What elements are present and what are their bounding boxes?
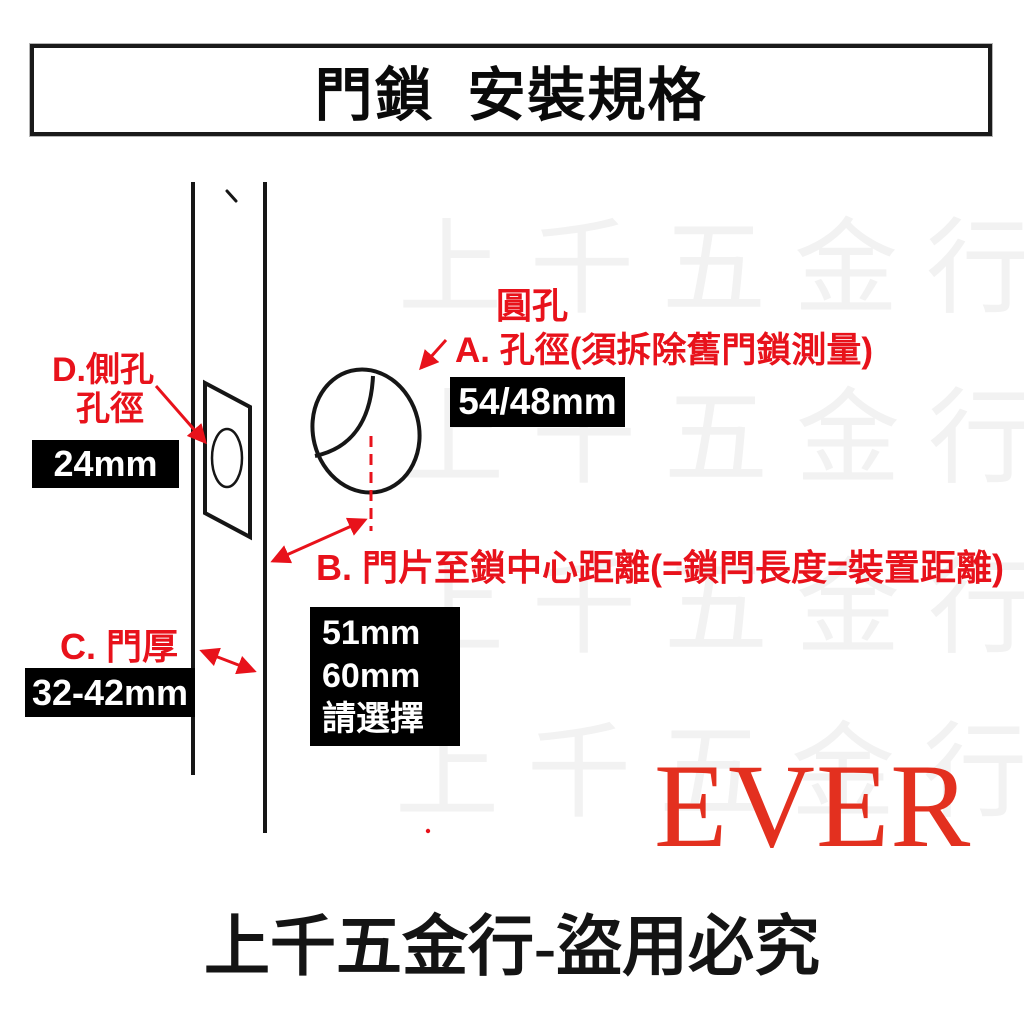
tick-mark <box>225 189 238 203</box>
value-b-option-2: 60mm <box>322 657 421 695</box>
brand-logo-text: EVER <box>654 739 972 872</box>
footer-copyright-text: 上千五金行-盜用必究 <box>204 911 820 984</box>
bore-inner-arc <box>314 375 375 458</box>
arrow-c-door-thickness <box>199 647 257 675</box>
label-b-backset: B. 門片至鎖中心距離(=鎖閂長度=裝置距離) <box>316 547 1005 588</box>
value-d-text: 24mm <box>53 443 158 484</box>
value-c-thickness: 32-42mm <box>25 668 195 717</box>
value-a-text: 54/48mm <box>458 381 617 422</box>
watermark-text: 上千五金行 <box>400 552 1024 667</box>
value-d-diameter: 24mm <box>32 440 179 488</box>
page-title: 門鎖 安裝規格 <box>314 63 708 128</box>
arrow-d-side-hole <box>154 385 207 445</box>
arrow-a-bore <box>419 339 448 371</box>
label-a-diameter: A. 孔徑(須拆除舊門鎖測量) <box>455 331 874 370</box>
value-a-diameter: 54/48mm <box>450 377 625 427</box>
value-b-option-1: 51mm <box>322 614 421 652</box>
watermark-text: 上千五金行 <box>398 212 1024 327</box>
side-hole <box>210 427 244 489</box>
title-box: 門鎖 安裝規格 <box>30 44 992 136</box>
bore-hole-circle <box>310 367 422 495</box>
label-d-side-hole-line1: D.側孔 <box>52 351 154 389</box>
arrow-b-backset <box>270 517 368 564</box>
red-dot-mark <box>425 828 431 834</box>
value-b-options: 51mm 60mm 請選擇 <box>310 607 460 746</box>
value-c-text: 32-42mm <box>31 671 189 713</box>
watermark-text: 上千五金行 <box>395 716 1024 831</box>
label-round-hole: 圓孔 <box>496 285 569 326</box>
value-b-option-3: 請選擇 <box>322 700 424 738</box>
label-d-side-hole-line2: 孔徑 <box>76 390 144 428</box>
label-c-door-thickness: C. 門厚 <box>60 626 179 667</box>
